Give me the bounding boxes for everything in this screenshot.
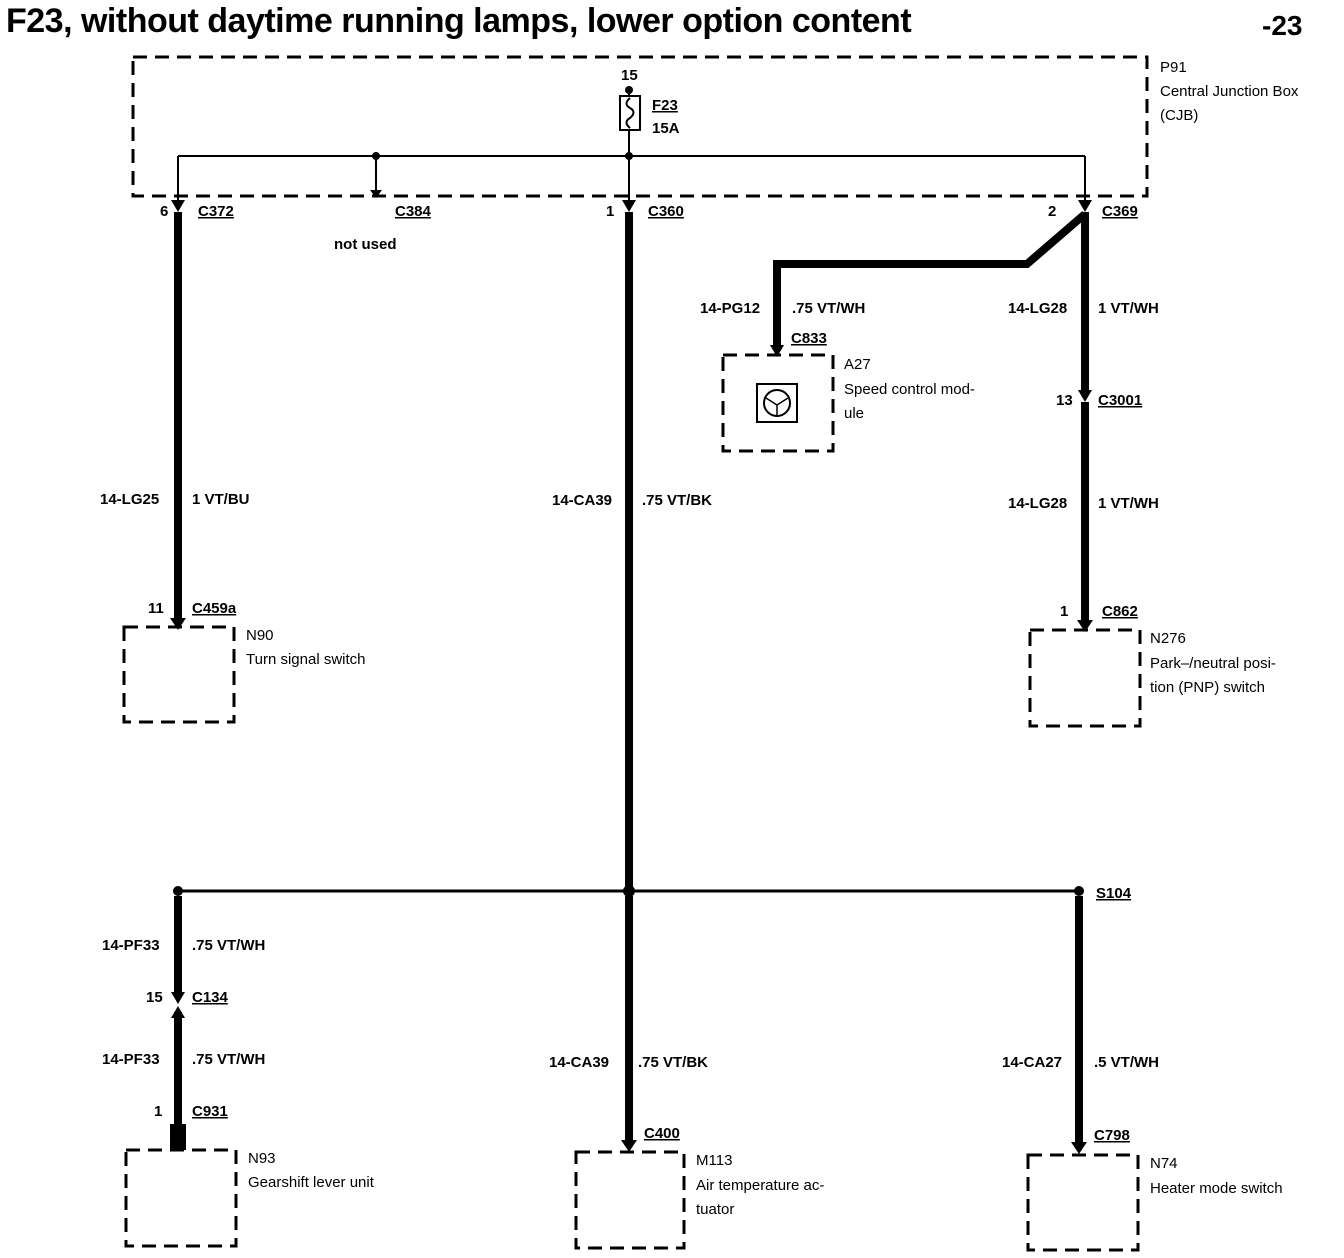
c459a-pin: 11: [148, 600, 164, 617]
c369-label: C369: [1102, 203, 1138, 220]
n93-id: N93: [248, 1150, 276, 1167]
fuse-id: F23: [652, 97, 678, 114]
c3001-pin: 13: [1056, 392, 1073, 409]
a27-desc-1: Speed control mod-: [844, 381, 975, 398]
c134-label: C134: [192, 989, 229, 1006]
wire-lg28-bottom-spec: 1 VT/WH: [1098, 495, 1159, 512]
wire-pf33-bottom-code: 14-PF33: [102, 1051, 160, 1068]
m113-desc-2: tuator: [696, 1201, 734, 1218]
wire-ca39-bottom-code: 14-CA39: [549, 1054, 609, 1071]
c931-label: C931: [192, 1103, 228, 1120]
component-m113: [574, 1150, 686, 1250]
wire-pg12-code: 14-PG12: [700, 300, 760, 317]
c360-label: C360: [648, 203, 684, 220]
m113-desc-1: Air temperature ac-: [696, 1177, 824, 1194]
component-n90: [122, 625, 236, 724]
cjb-abbrev: (CJB): [1160, 107, 1198, 124]
a27-id: A27: [844, 356, 871, 373]
c798-label: C798: [1094, 1127, 1130, 1144]
component-n93: [124, 1148, 238, 1248]
wire-lg28-bottom-code: 14-LG28: [1008, 495, 1067, 512]
a27-desc-2: ule: [844, 405, 864, 422]
speed-control-symbol: [756, 383, 798, 423]
wire-pg12-spec: .75 VT/WH: [792, 300, 865, 317]
wire-lg28-top-spec: 1 VT/WH: [1098, 300, 1159, 317]
component-n276: [1028, 628, 1142, 728]
wire-ca39-top-spec: .75 VT/BK: [642, 492, 712, 509]
wire-pg12: [773, 210, 1088, 345]
fuse-element: [625, 97, 635, 129]
s104-label: S104: [1096, 885, 1132, 902]
m113-id: M113: [696, 1152, 732, 1169]
c3001-label: C3001: [1098, 392, 1142, 409]
wire-ca39-top-code: 14-CA39: [552, 492, 612, 509]
page-title: F23, without daytime running lamps, lowe…: [6, 2, 912, 40]
n90-desc: Turn signal switch: [246, 651, 366, 668]
page-number: -23: [1262, 10, 1303, 41]
wire-lg25-code: 14-LG25: [100, 491, 159, 508]
n74-desc: Heater mode switch: [1150, 1180, 1283, 1197]
c459a-label: C459a: [192, 600, 237, 617]
n93-desc: Gearshift lever unit: [248, 1174, 375, 1191]
c400-label: C400: [644, 1125, 680, 1142]
c372-pin: 6: [160, 203, 168, 220]
n276-desc-1: Park–/neutral posi-: [1150, 655, 1276, 672]
wire-ca27-code: 14-CA27: [1002, 1054, 1062, 1071]
cjb-pin-label: 15: [621, 67, 638, 84]
c833-label: C833: [791, 330, 827, 347]
fuse-f23: [619, 95, 641, 131]
n276-id: N276: [1150, 630, 1186, 647]
wire-lg25-spec: 1 VT/BU: [192, 491, 250, 508]
n90-id: N90: [246, 627, 274, 644]
cjb-enclosure: [131, 55, 1149, 198]
c372-label: C372: [198, 203, 234, 220]
n276-desc-2: tion (PNP) switch: [1150, 679, 1265, 696]
c384-label: C384: [395, 203, 432, 220]
cjb-name: Central Junction Box: [1160, 83, 1299, 100]
c384-note: not used: [334, 236, 397, 253]
fuse-rating: 15A: [652, 120, 680, 137]
c369-pin: 2: [1048, 203, 1056, 220]
c931-pin: 1: [154, 1103, 162, 1120]
component-a27: [721, 353, 835, 453]
c862-pin: 1: [1060, 603, 1068, 620]
component-n74: [1026, 1153, 1140, 1252]
c862-label: C862: [1102, 603, 1138, 620]
wire-lg28-top-code: 14-LG28: [1008, 300, 1067, 317]
wire-pf33-bottom-spec: .75 VT/WH: [192, 1051, 265, 1068]
wire-pf33-top-spec: .75 VT/WH: [192, 937, 265, 954]
wire-ca39-bottom-spec: .75 VT/BK: [638, 1054, 708, 1071]
cjb-id: P91: [1160, 59, 1187, 76]
c134-pin: 15: [146, 989, 163, 1006]
n74-id: N74: [1150, 1155, 1178, 1172]
c360-pin: 1: [606, 203, 614, 220]
wire-pf33-top-code: 14-PF33: [102, 937, 160, 954]
wire-ca27-spec: .5 VT/WH: [1094, 1054, 1159, 1071]
